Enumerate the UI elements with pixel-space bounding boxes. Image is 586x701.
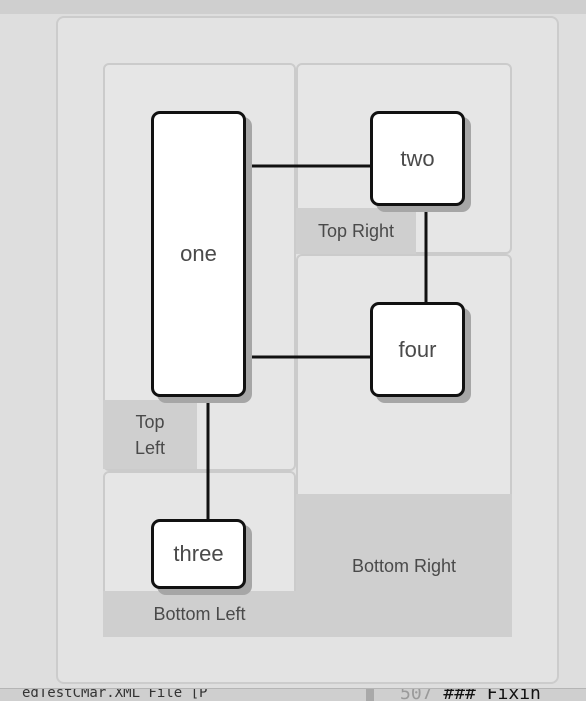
node-three[interactable]: three xyxy=(151,519,246,589)
node-two[interactable]: two xyxy=(370,111,465,206)
editor-text: ### Fixin xyxy=(443,688,541,701)
bottom-strip: edTestCMar.XML File [P 507 ### Fixin xyxy=(0,688,586,701)
status-text: edTestCMar.XML File [P xyxy=(22,688,208,701)
line-number: 507 xyxy=(400,688,433,701)
editor-line[interactable]: 507 ### Fixin xyxy=(400,688,541,701)
node-one[interactable]: one xyxy=(151,111,246,397)
region-label-top-right: Top Right xyxy=(296,208,416,254)
region-label-bottom-left: Bottom Left xyxy=(103,591,296,637)
region-label-bottom-right: Bottom Right xyxy=(296,494,512,637)
node-four[interactable]: four xyxy=(370,302,465,397)
region-label-top-left: Top Left xyxy=(103,400,197,469)
pane-divider[interactable] xyxy=(366,689,374,701)
